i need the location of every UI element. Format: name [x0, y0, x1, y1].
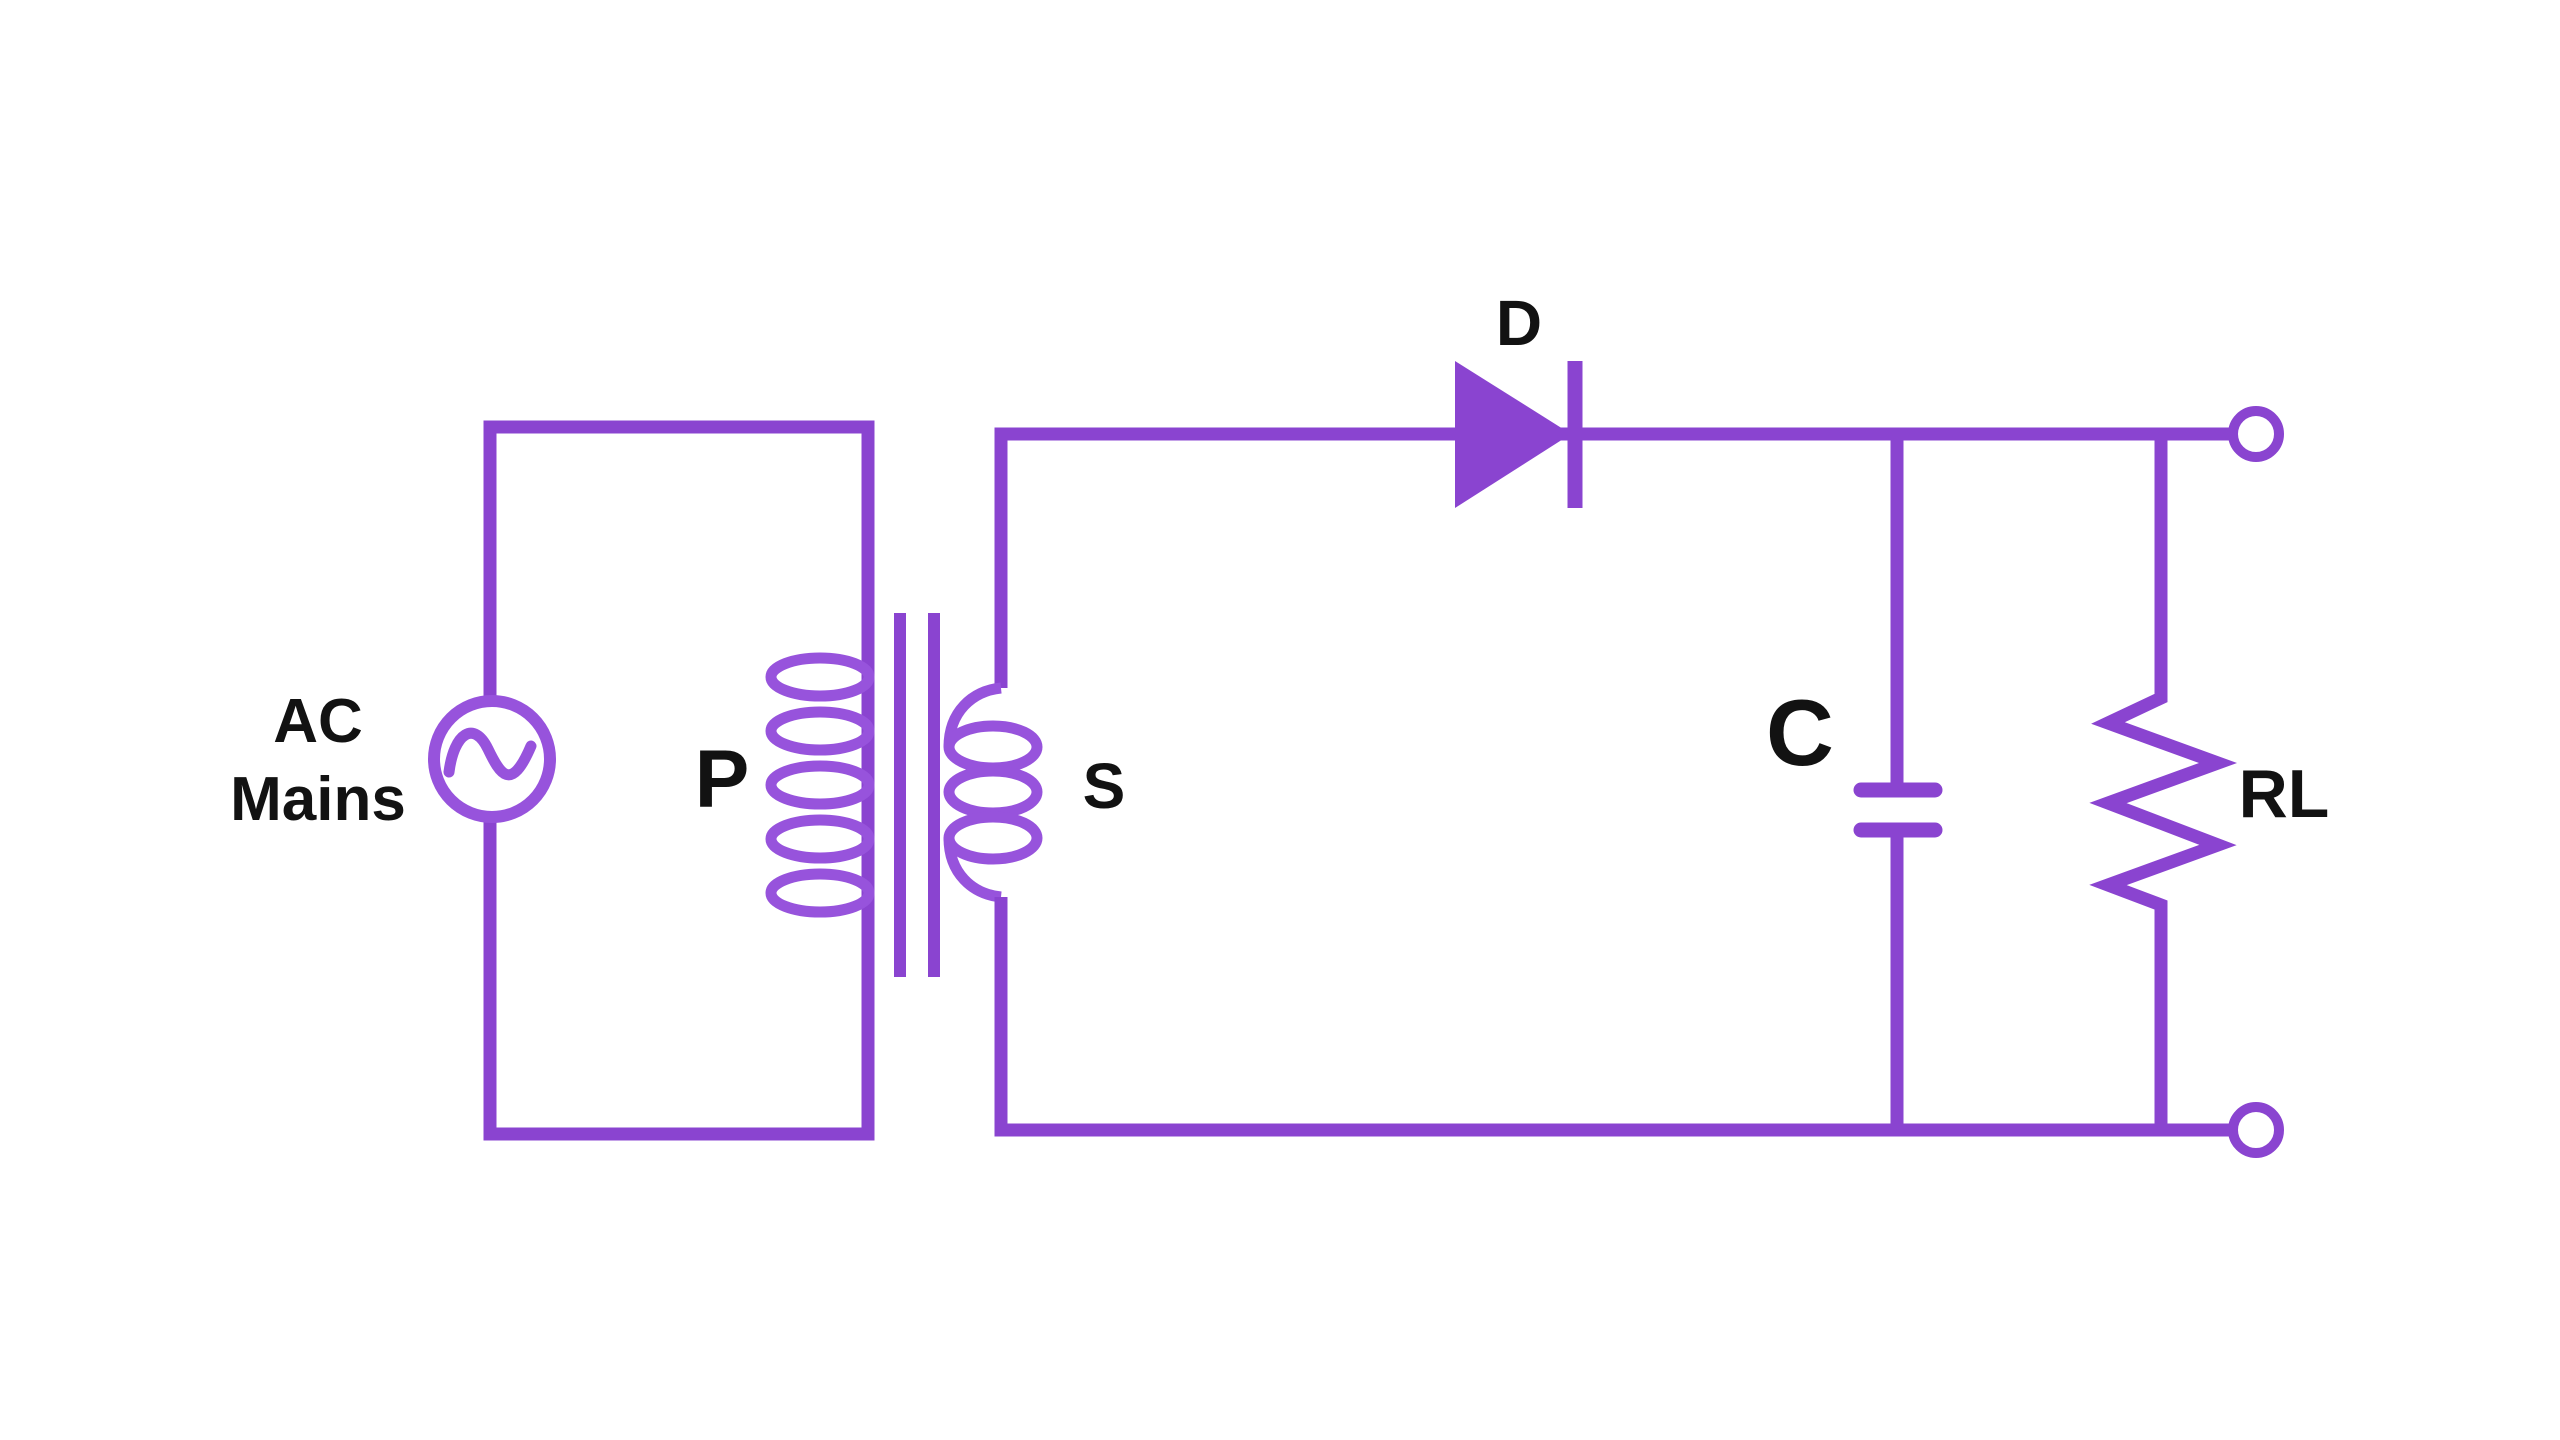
secondary-coil-turn [943, 765, 1043, 819]
ac-mains-label-line2: Mains [230, 765, 406, 834]
secondary-coil-hook-bottom [943, 837, 1002, 903]
primary-coil-turn [765, 760, 875, 810]
primary-coil-turn [765, 652, 875, 702]
diode-anode-triangle [1455, 361, 1571, 508]
secondary-coil-turn [943, 811, 1043, 865]
secondary-coil-turn [943, 720, 1043, 774]
ac-mains-label-line1: AC [273, 687, 363, 756]
load-resistor-label: RL [2239, 756, 2330, 832]
transformer-secondary-coil [943, 682, 1043, 903]
capacitor-label: C [1766, 680, 1834, 785]
output-terminal-top [2228, 406, 2284, 462]
top-rail-wire [994, 427, 2233, 688]
bottom-rail-wire [994, 897, 2233, 1137]
diode-symbol [1455, 361, 1583, 508]
diode-label: D [1496, 287, 1542, 359]
transformer-core [894, 613, 940, 977]
sine-wave-icon [443, 727, 537, 781]
secondary-label: S [1083, 750, 1126, 822]
output-terminal-bottom [2228, 1102, 2284, 1158]
primary-label: P [695, 734, 750, 825]
resistor-symbol [2089, 434, 2238, 1130]
primary-coil-turn [765, 814, 875, 864]
primary-coil-turn [765, 706, 875, 756]
primary-coil-turn [765, 868, 875, 918]
transformer-primary-coil [765, 652, 875, 918]
capacitor-symbol [1853, 434, 1943, 1130]
